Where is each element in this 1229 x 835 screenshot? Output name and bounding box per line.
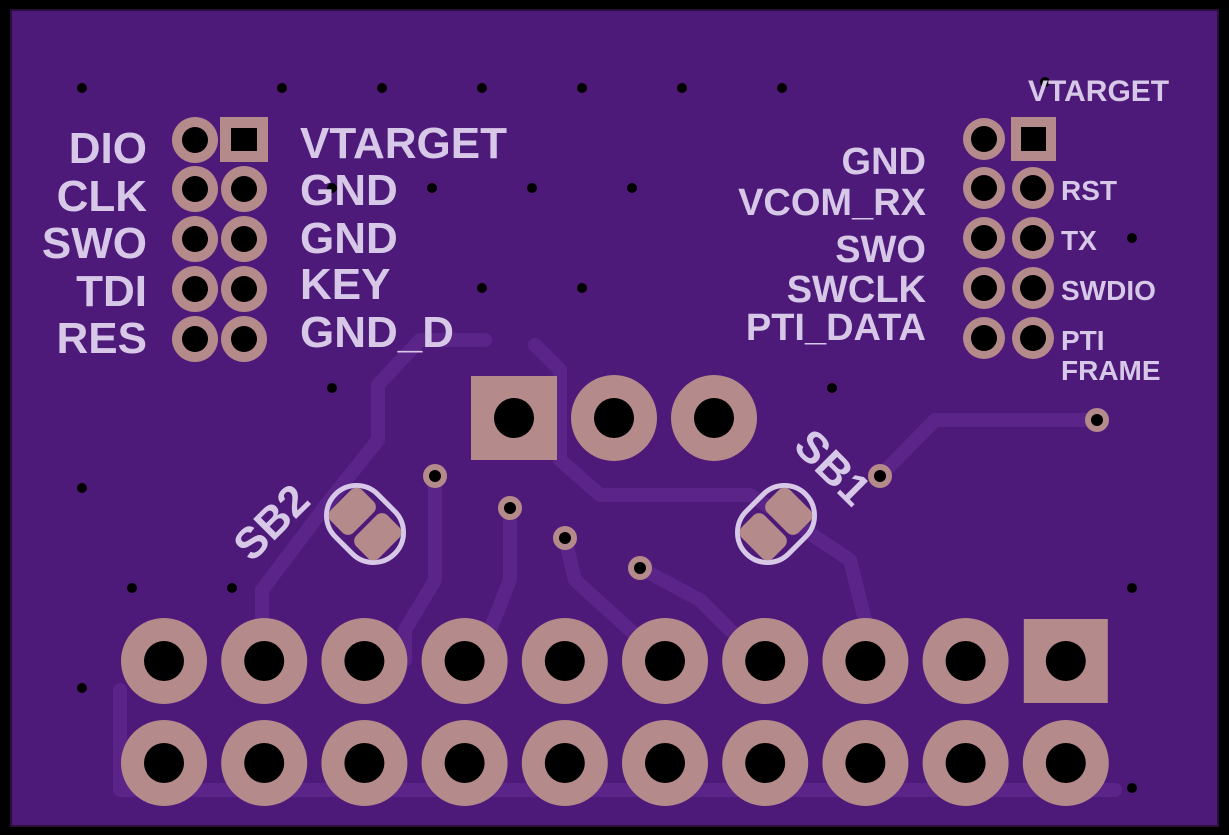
bottom-header-drill <box>845 641 886 681</box>
bottom-header-drill <box>745 641 786 681</box>
left-label-dio: DIO <box>69 124 147 173</box>
left-label-clk: CLK <box>57 172 148 221</box>
right-header-pins <box>963 117 1056 359</box>
left-header: DIO CLK SWO TDI RES VTARGET GND GND KEY … <box>42 117 507 363</box>
right-label-pti-data: PTI_DATA <box>746 307 926 349</box>
solder-bridge-sb1 <box>735 483 817 565</box>
left-label-gnd-d: GND_D <box>300 308 454 357</box>
bottom-header-drill <box>945 641 986 681</box>
bottom-header-drill <box>344 641 385 681</box>
left-label-vtarget: VTARGET <box>300 119 507 168</box>
bottom-header-drill <box>544 641 585 681</box>
vias <box>77 77 1137 793</box>
right-label-swdio: SWDIO <box>1061 275 1156 306</box>
center-header <box>471 375 757 461</box>
bottom-header-drill <box>745 743 786 783</box>
bottom-header-drill <box>244 641 285 681</box>
left-label-tdi: TDI <box>76 267 147 316</box>
bottom-header-drill <box>144 641 184 681</box>
bottom-header-drill <box>1045 743 1086 783</box>
right-label-pti: PTI <box>1061 325 1105 356</box>
right-label-frame: FRAME <box>1061 355 1161 386</box>
bottom-header-drill <box>645 641 685 681</box>
solder-bridge-sb2 <box>324 483 406 565</box>
bottom-header-drill <box>144 743 184 783</box>
bottom-header-drill <box>244 743 285 783</box>
bottom-header-drill <box>845 743 886 783</box>
bottom-header-drill <box>444 641 485 681</box>
bottom-header-drill <box>344 743 385 783</box>
right-label-swclk: SWCLK <box>787 269 927 311</box>
right-label-tx: TX <box>1061 225 1097 256</box>
right-label-vcom-rx: VCOM_RX <box>738 182 927 224</box>
bottom-header-drill <box>1045 641 1086 681</box>
right-label-rst: RST <box>1061 175 1117 206</box>
left-label-gnd-2: GND <box>300 214 398 263</box>
left-label-swo: SWO <box>42 219 147 268</box>
bottom-header-drill <box>645 743 685 783</box>
bottom-header-drill <box>444 743 485 783</box>
right-header: VTARGET GND VCOM_RX SWO SWCLK PTI_DATA R… <box>738 75 1169 386</box>
bottom-header-drill <box>945 743 986 783</box>
left-header-pins <box>172 117 268 362</box>
bottom-header-drill <box>544 743 585 783</box>
right-label-swo: SWO <box>835 229 926 271</box>
right-label-vtarget: VTARGET <box>1028 75 1169 108</box>
left-label-key: KEY <box>300 260 390 309</box>
bottom-header <box>121 618 1109 806</box>
left-label-gnd-1: GND <box>300 166 398 215</box>
right-label-gnd: GND <box>842 141 926 183</box>
left-label-res: RES <box>57 314 147 363</box>
